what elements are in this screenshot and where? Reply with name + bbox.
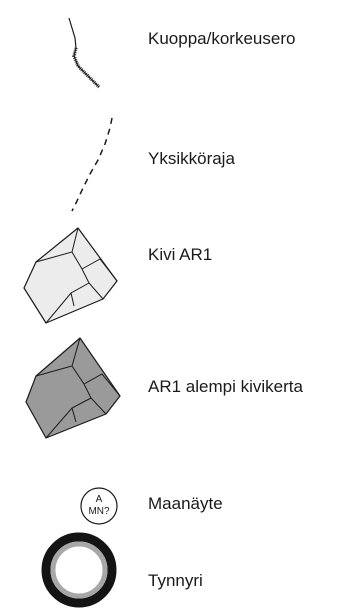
dashed-boundary-line-icon bbox=[0, 108, 140, 216]
hatched-edge-line-icon bbox=[0, 10, 140, 96]
legend-label-stone: Kivi AR1 bbox=[148, 245, 213, 264]
legend-label-barrel: Tynnyri bbox=[148, 571, 203, 590]
legend-label-soil-sample: Maanäyte bbox=[148, 494, 223, 513]
soil-sample-icon: A MN? bbox=[0, 484, 140, 528]
dark-stone-icon bbox=[0, 334, 140, 442]
barrel-icon bbox=[0, 532, 140, 608]
soil-sample-code: MN? bbox=[88, 506, 110, 517]
legend-label-pit: Kuoppa/korkeusero bbox=[148, 29, 296, 48]
legend-label-lower-stone-layer: AR1 alempi kivikerta bbox=[148, 377, 303, 396]
light-stone-icon bbox=[0, 222, 140, 328]
legend-label-unit-boundary: Yksikköraja bbox=[148, 149, 235, 168]
soil-sample-letter: A bbox=[96, 494, 103, 505]
